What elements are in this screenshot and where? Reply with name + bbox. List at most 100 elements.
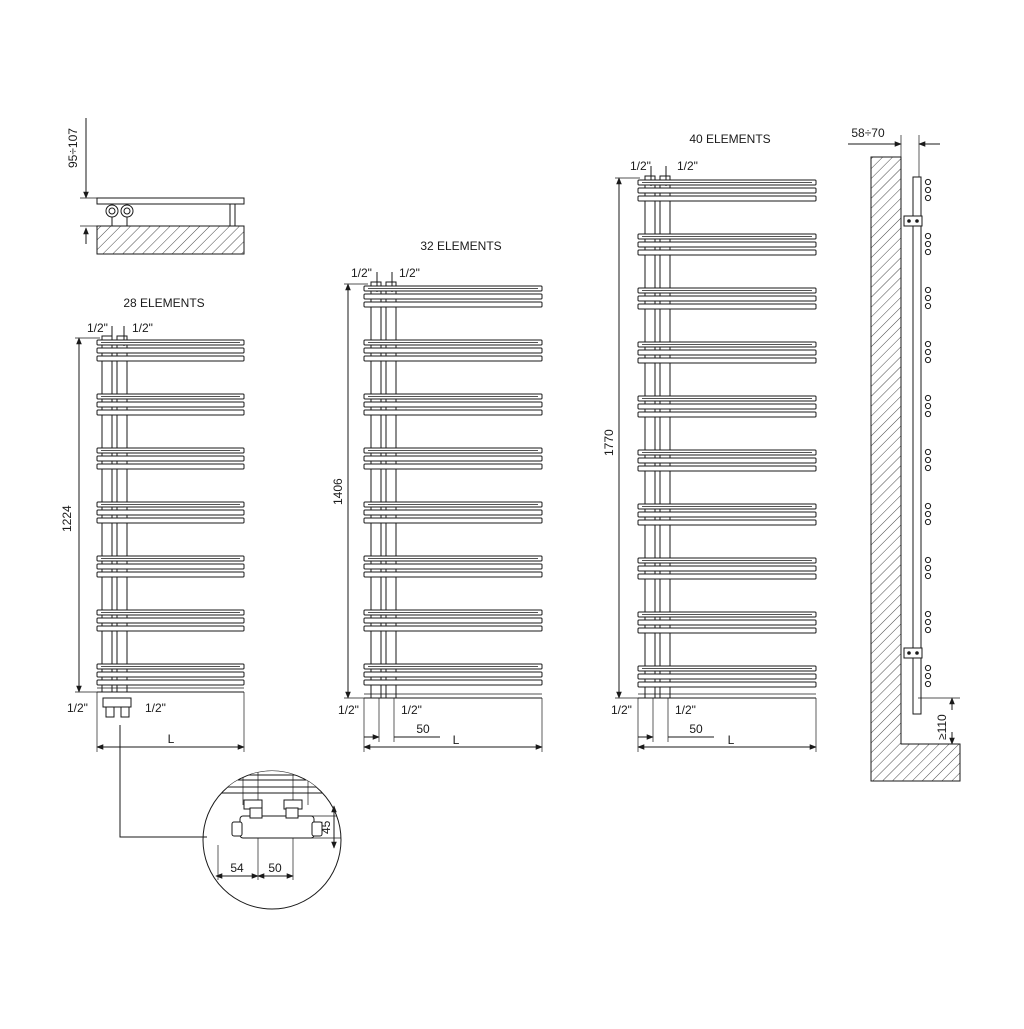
heating-tube bbox=[363, 401, 543, 408]
tube-end bbox=[924, 348, 932, 356]
tube-end bbox=[924, 194, 932, 202]
tube-end bbox=[924, 240, 932, 248]
unit-40-title: 40 ELEMENTS bbox=[689, 132, 770, 146]
heating-tube bbox=[363, 293, 543, 300]
tube-end bbox=[924, 456, 932, 464]
unit-28-width-label: L bbox=[168, 732, 175, 746]
heating-tube bbox=[363, 301, 543, 308]
unit-40-spacing-label: 50 bbox=[689, 722, 703, 736]
unit-40-bottom-right: 1/2" bbox=[675, 703, 696, 717]
heating-tube bbox=[637, 519, 817, 526]
unit-40-width-label: L bbox=[728, 733, 735, 747]
heating-tube bbox=[637, 357, 817, 364]
unit-28-title: 28 ELEMENTS bbox=[123, 296, 204, 310]
heating-tube bbox=[96, 625, 245, 632]
radiator-top-bar bbox=[96, 197, 245, 205]
unit-40-elements: 40 ELEMENTS 1/2" 1/2" 1770 1/2" 1/2" 50 … bbox=[602, 132, 817, 752]
tube-end bbox=[924, 294, 932, 302]
heating-tube bbox=[96, 455, 245, 462]
tube-end bbox=[924, 394, 932, 402]
heating-tube bbox=[637, 457, 817, 464]
unit-28-inlet-right: 1/2" bbox=[132, 321, 153, 335]
heating-tube bbox=[96, 563, 245, 570]
tube-end bbox=[924, 402, 932, 410]
tube-end bbox=[924, 232, 932, 240]
heating-tube bbox=[96, 571, 245, 578]
detail-spacing-label: 50 bbox=[268, 861, 282, 875]
side-view: 58÷70 ≥110 bbox=[848, 126, 961, 782]
unit-40-height-label: 1770 bbox=[602, 429, 616, 456]
tube-end bbox=[924, 356, 932, 364]
heating-tube bbox=[637, 195, 817, 202]
heating-tube bbox=[637, 187, 817, 194]
tube-end bbox=[924, 510, 932, 518]
valve-detail-circle: 54 50 45 bbox=[202, 770, 342, 910]
unit-32-spacing-label: 50 bbox=[416, 722, 430, 736]
tube-end bbox=[924, 672, 932, 680]
heating-tube bbox=[637, 241, 817, 248]
heating-tube bbox=[96, 679, 245, 686]
floor-section bbox=[96, 225, 245, 255]
tube-end bbox=[924, 248, 932, 256]
heating-tube bbox=[637, 565, 817, 572]
heating-tube bbox=[96, 401, 245, 408]
tube-end bbox=[924, 618, 932, 626]
unit-32-inlet-left: 1/2" bbox=[351, 266, 372, 280]
unit-32-bottom-left: 1/2" bbox=[338, 703, 359, 717]
tube-end bbox=[924, 178, 932, 186]
tube-end bbox=[924, 302, 932, 310]
heating-tube bbox=[363, 409, 543, 416]
heating-tube bbox=[363, 463, 543, 470]
tube-end bbox=[924, 556, 932, 564]
tube-end bbox=[924, 340, 932, 348]
tube-end bbox=[924, 518, 932, 526]
heating-tube bbox=[363, 347, 543, 354]
tube-end bbox=[924, 610, 932, 618]
tube-end bbox=[924, 410, 932, 418]
unit-32-height-label: 1406 bbox=[331, 478, 345, 505]
side-collector-tube bbox=[912, 176, 922, 715]
heating-tube bbox=[96, 409, 245, 416]
unit-32-bottom-right: 1/2" bbox=[401, 703, 422, 717]
top-profile-view: 95÷107 bbox=[66, 118, 245, 255]
heating-tube bbox=[637, 411, 817, 418]
tube-end bbox=[924, 664, 932, 672]
heating-tube bbox=[96, 517, 245, 524]
unit-28-bottom-left: 1/2" bbox=[67, 701, 88, 715]
heating-tube bbox=[637, 295, 817, 302]
unit-28-height-label: 1224 bbox=[60, 505, 74, 532]
heating-tube bbox=[637, 673, 817, 680]
heating-tube bbox=[637, 403, 817, 410]
detail-height-label: 45 bbox=[319, 820, 333, 834]
heating-tube bbox=[363, 455, 543, 462]
unit-32-elements: 32 ELEMENTS 1/2" 1/2" 1406 1/2" 1/2" 50 … bbox=[331, 239, 543, 752]
heating-tube bbox=[96, 347, 245, 354]
heating-tube bbox=[637, 303, 817, 310]
heating-tube bbox=[96, 463, 245, 470]
tube-end bbox=[924, 502, 932, 510]
heating-tube bbox=[96, 617, 245, 624]
heating-tube bbox=[637, 465, 817, 472]
unit-32-inlet-right: 1/2" bbox=[399, 266, 420, 280]
heating-tube bbox=[637, 511, 817, 518]
unit-40-inlet-right: 1/2" bbox=[677, 159, 698, 173]
tube-end bbox=[924, 464, 932, 472]
detail-offset-label: 54 bbox=[230, 861, 244, 875]
unit-32-tubes bbox=[363, 272, 543, 699]
heating-tube bbox=[363, 671, 543, 678]
unit-28-elements: 28 ELEMENTS 1/2" 1/2" 1224 1/2" 1/2" L bbox=[60, 296, 245, 838]
heating-tube bbox=[637, 681, 817, 688]
side-clearance-label: ≥110 bbox=[935, 714, 949, 740]
unit-40-bottom-left: 1/2" bbox=[611, 703, 632, 717]
tube-end bbox=[924, 680, 932, 688]
heating-tube bbox=[363, 563, 543, 570]
heating-tube bbox=[637, 627, 817, 634]
heating-tube bbox=[363, 571, 543, 578]
tube-end bbox=[924, 186, 932, 194]
tube-end bbox=[924, 572, 932, 580]
profile-height-label: 95÷107 bbox=[66, 128, 80, 168]
heating-tube bbox=[637, 349, 817, 356]
unit-40-tubes bbox=[637, 166, 817, 699]
